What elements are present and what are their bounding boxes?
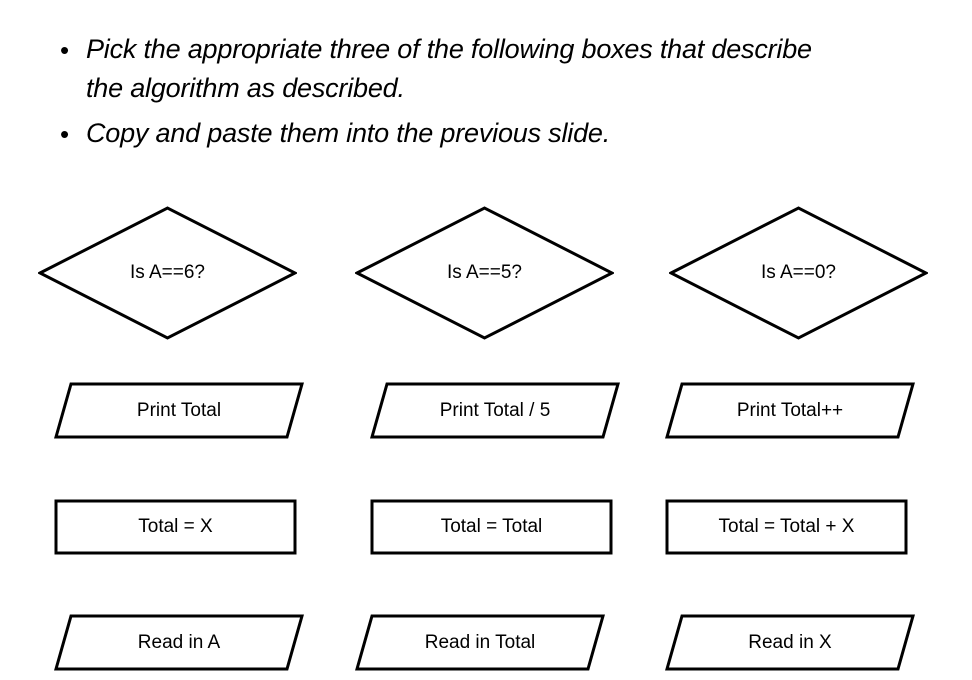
diamond-icon [38, 206, 297, 340]
flowchart-shape-input-2[interactable]: Read in Total [355, 614, 605, 671]
bullet-marker-icon: • [60, 35, 70, 65]
list-item: • Copy and paste them into the previous … [52, 114, 912, 154]
flowchart-shape-output-2[interactable]: Print Total / 5 [370, 382, 620, 439]
flowchart-shape-output-1[interactable]: Print Total [54, 382, 304, 439]
flowchart-shape-bank: Is A==6? Is A==5? Is A==0? Print Total [0, 190, 972, 680]
parallelogram-icon [665, 614, 915, 671]
flowchart-shape-process-2[interactable]: Total = Total [370, 499, 613, 555]
flowchart-shape-process-1[interactable]: Total = X [54, 499, 297, 555]
rectangle-icon [370, 499, 613, 555]
flowchart-shape-process-3[interactable]: Total = Total + X [665, 499, 908, 555]
parallelogram-icon [54, 614, 304, 671]
flowchart-shape-decision-1[interactable]: Is A==6? [38, 206, 297, 340]
bullet-marker-icon: • [60, 119, 70, 149]
flowchart-shape-input-3[interactable]: Read in X [665, 614, 915, 671]
flowchart-shape-input-1[interactable]: Read in A [54, 614, 304, 671]
bullet-text: Pick the appropriate three of the follow… [86, 34, 812, 103]
flowchart-shape-decision-3[interactable]: Is A==0? [669, 206, 928, 340]
diamond-icon [669, 206, 928, 340]
rectangle-icon [665, 499, 908, 555]
parallelogram-icon [370, 382, 620, 439]
parallelogram-icon [54, 382, 304, 439]
list-item: • Pick the appropriate three of the foll… [52, 30, 912, 108]
bullet-text: Copy and paste them into the previous sl… [86, 118, 611, 148]
flowchart-shape-output-3[interactable]: Print Total++ [665, 382, 915, 439]
parallelogram-icon [665, 382, 915, 439]
flowchart-shape-decision-2[interactable]: Is A==5? [355, 206, 614, 340]
bullet-list: • Pick the appropriate three of the foll… [52, 30, 912, 160]
rectangle-icon [54, 499, 297, 555]
diamond-icon [355, 206, 614, 340]
parallelogram-icon [355, 614, 605, 671]
